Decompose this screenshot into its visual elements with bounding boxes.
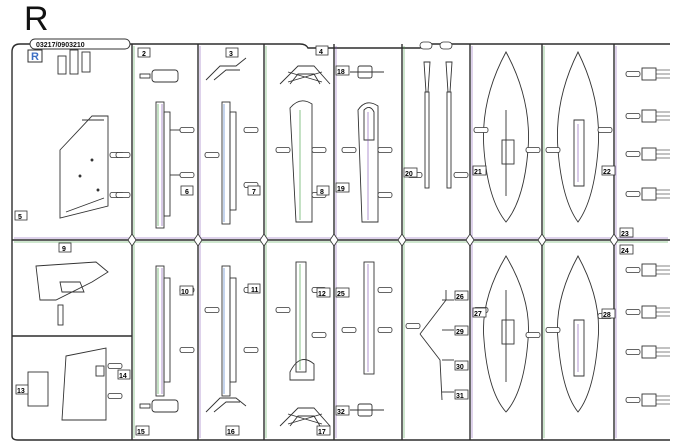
- part-number-label: 7: [252, 189, 256, 196]
- part-number-label: 14: [119, 373, 127, 380]
- part-number-label: 25: [337, 291, 345, 298]
- part-number-label: 11: [251, 287, 259, 294]
- parts-2-6-10-15: [139, 69, 180, 413]
- drop-tanks-22-28: [557, 50, 599, 413]
- part-number-label: 17: [318, 429, 326, 436]
- part-number-label: 15: [137, 429, 145, 436]
- part-number-label: 18: [337, 69, 345, 76]
- part-number-label: 6: [185, 189, 189, 196]
- part-13-14: [27, 347, 107, 421]
- part-number-label: 24: [621, 248, 629, 255]
- part-number-label: 16: [227, 429, 235, 436]
- part-number-label: 32: [337, 409, 345, 416]
- part-number-label: 30: [456, 364, 464, 371]
- part-number-label: 19: [337, 186, 345, 193]
- part-number-label: 22: [603, 169, 611, 176]
- part-5-panel: [57, 49, 109, 219]
- part-number-label: 26: [456, 294, 464, 301]
- part-number-label: 3: [229, 51, 233, 58]
- part-9: [35, 261, 109, 326]
- svg-text:R: R: [31, 51, 39, 63]
- corner-tag: R: [27, 49, 43, 63]
- sprue-code-text: 03217/0903210: [36, 42, 85, 49]
- part-number-label: 12: [318, 291, 326, 298]
- part-number-label: 4: [319, 49, 323, 56]
- sprue-joints: [127, 233, 619, 247]
- drop-tanks-21-27: [483, 51, 529, 413]
- parts-4-8-12-17: [279, 65, 331, 427]
- part-number-label: 2: [142, 51, 146, 58]
- part-number-label: 28: [603, 312, 611, 319]
- part-number-label: 20: [405, 171, 413, 178]
- sprue-code-tag: 03217/0903210: [29, 38, 131, 50]
- sprue-letter: R: [24, 0, 49, 38]
- parts-20-26-29-30-31: [419, 61, 454, 401]
- part-number-label: 21: [474, 169, 482, 176]
- parts-3-7-11-16: [205, 57, 247, 413]
- part-number-label: 27: [474, 311, 482, 318]
- part-number-label: 23: [621, 231, 629, 238]
- part-number-label: 10: [181, 289, 189, 296]
- part-number-label: 29: [456, 329, 464, 336]
- rocket-pods-23-24: [641, 67, 657, 407]
- part-number-label: 8: [320, 189, 324, 196]
- part-number-label: 13: [17, 388, 25, 395]
- part-number-label: 9: [62, 246, 66, 253]
- part-number-label: 5: [18, 214, 22, 221]
- part-number-label: 31: [456, 393, 464, 400]
- parts-18-19-25-32: [350, 65, 384, 417]
